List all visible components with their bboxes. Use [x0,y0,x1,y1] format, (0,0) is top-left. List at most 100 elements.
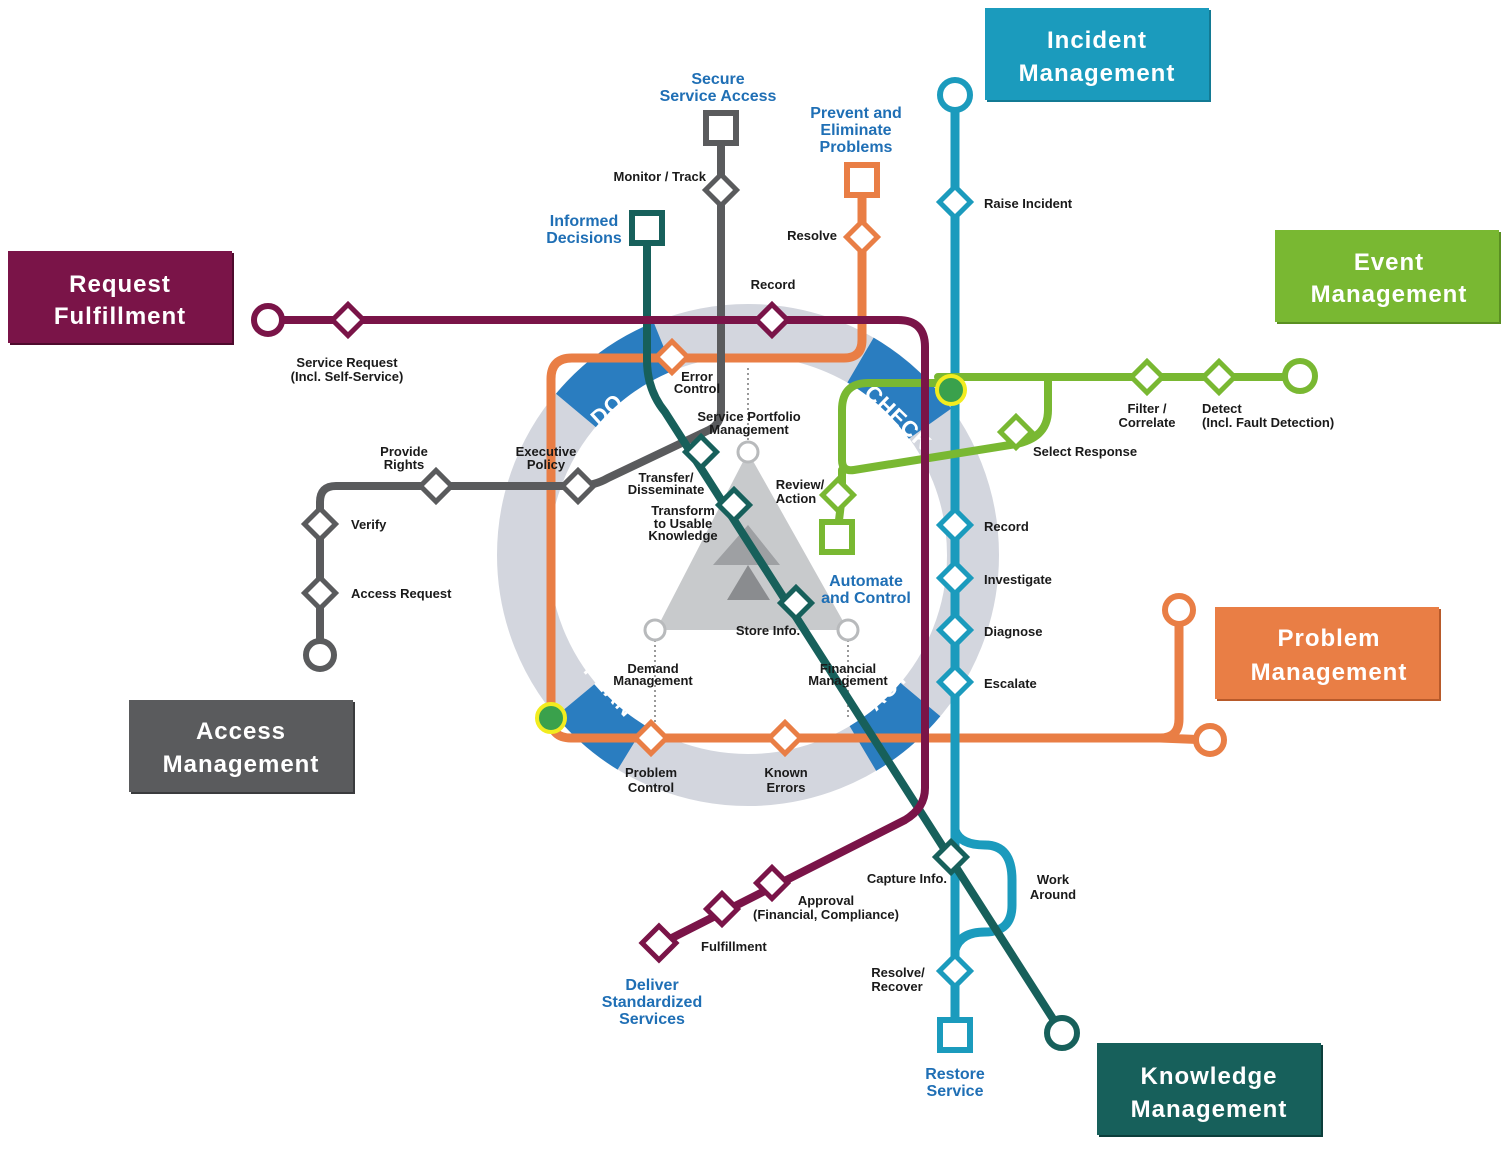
box-event-line2: Management [1311,281,1468,308]
label-record-incident: Record [984,519,1029,534]
dest-deliver-2: Standardized [602,994,702,1011]
box-knowledge-bg [1097,1043,1321,1135]
box-access-line2: Management [163,751,320,778]
node-demand [643,618,667,642]
label-record-request: Record [751,277,796,292]
interchange-check-station [935,374,967,406]
box-incident-bg [985,8,1209,100]
box-access-line1: Access [196,718,286,745]
label-provide-rights-2: Rights [384,457,424,472]
station-detect [1199,357,1239,397]
label-resolve-recover-2: Recover [871,979,922,994]
terminal-access [303,638,337,672]
label-service-portfolio-2: Management [709,422,789,437]
label-resolve-recover-1: Resolve/ [871,965,925,980]
label-error-control-1: Error [681,369,713,384]
station-access-request [300,573,340,613]
box-problem: Problem Management [1215,607,1441,701]
terminal-secure [703,110,739,146]
stations [300,170,1239,991]
line-incident-workaround [950,825,1017,955]
terminal-problem-top [1162,593,1196,627]
label-diagnose: Diagnose [984,624,1043,639]
station-resolve-problem [842,217,882,257]
pyramid-icon-lower [727,565,770,600]
label-problem-control-2: Control [628,780,674,795]
title-boxes: Incident Management Event Management Req… [8,8,1501,1137]
dest-prevent-3: Problems [820,139,893,156]
label-transfer-1: Transfer/ [639,470,694,485]
label-resolve-problem: Resolve [787,228,837,243]
station-monitor-track [701,170,741,210]
dest-restore-2: Service [927,1083,984,1100]
box-knowledge: Knowledge Management [1097,1043,1323,1137]
label-filter-1: Filter / [1127,401,1166,416]
label-review-action-2: Action [776,491,817,506]
box-problem-line2: Management [1251,659,1408,686]
box-knowledge-line1: Knowledge [1140,1063,1277,1090]
box-incident-line1: Incident [1047,27,1147,54]
box-incident-line2: Management [1019,60,1176,87]
dest-deliver-1: Deliver [625,977,678,994]
station-labels: Monitor / Track Resolve Record Service R… [291,169,1335,994]
label-filter-2: Correlate [1118,415,1175,430]
label-escalate: Escalate [984,676,1037,691]
station-record-incident [935,505,975,545]
label-approval-2: (Financial, Compliance) [753,907,899,922]
dest-prevent-2: Eliminate [820,122,891,139]
label-review-action-1: Review/ [776,477,825,492]
label-raise-incident: Raise Incident [984,196,1073,211]
arc-act [849,682,941,771]
label-work-around-2: Around [1030,887,1076,902]
label-executive-policy-2: Policy [527,457,566,472]
label-approval-1: Approval [798,893,854,908]
station-transform [714,485,754,525]
box-event-line1: Event [1354,249,1424,276]
line-request [264,316,929,948]
dest-restore-1: Restore [925,1066,985,1083]
label-transform-1: Transform [651,503,715,518]
terminal-event [1282,358,1318,394]
station-filter [1127,357,1167,397]
label-demand-2: Management [613,673,693,688]
node-financial [836,618,860,642]
dest-deliver-3: Services [619,1011,685,1028]
station-diagnose [935,610,975,650]
label-monitor-track: Monitor / Track [614,169,707,184]
label-known-errors-2: Errors [766,780,805,795]
label-transform-3: Knowledge [648,528,717,543]
station-resolve-recover [935,951,975,991]
station-verify [300,504,340,544]
label-service-request-1: Service Request [296,355,398,370]
station-service-request [328,300,368,340]
label-financial-1: Financial [820,661,876,676]
station-select-response [996,412,1036,452]
label-fulfillment: Fulfillment [701,939,767,954]
terminal-request [251,303,285,337]
station-known-errors [765,718,805,758]
dest-informed-2: Decisions [546,230,622,247]
line-knowledge [643,224,1066,1037]
cycle-ring [497,304,999,806]
box-request: Request Fulfillment [8,251,234,345]
label-detect-2: (Incl. Fault Detection) [1202,415,1334,430]
label-store-info: Store Info. [736,623,800,638]
station-deliver-terminal [638,922,680,964]
dest-prevent-1: Prevent and [810,105,902,122]
box-problem-bg [1215,607,1439,699]
label-capture-info: Capture Info. [867,871,947,886]
label-detect-1: Detect [1202,401,1242,416]
station-problem-control [631,718,671,758]
terminals [251,77,1318,1053]
box-request-bg [8,251,232,343]
destination-labels: Secure Service Access Prevent and Elimin… [546,71,985,1100]
label-known-errors-1: Known [764,765,807,780]
label-service-portfolio-1: Service Portfolio [697,409,800,424]
box-access-bg [129,700,353,792]
dotted-connectors [654,368,849,730]
station-executive-policy [558,466,598,506]
box-event-bg [1275,230,1499,322]
terminal-automate [819,519,855,555]
dest-secure-2: Service Access [660,88,777,105]
